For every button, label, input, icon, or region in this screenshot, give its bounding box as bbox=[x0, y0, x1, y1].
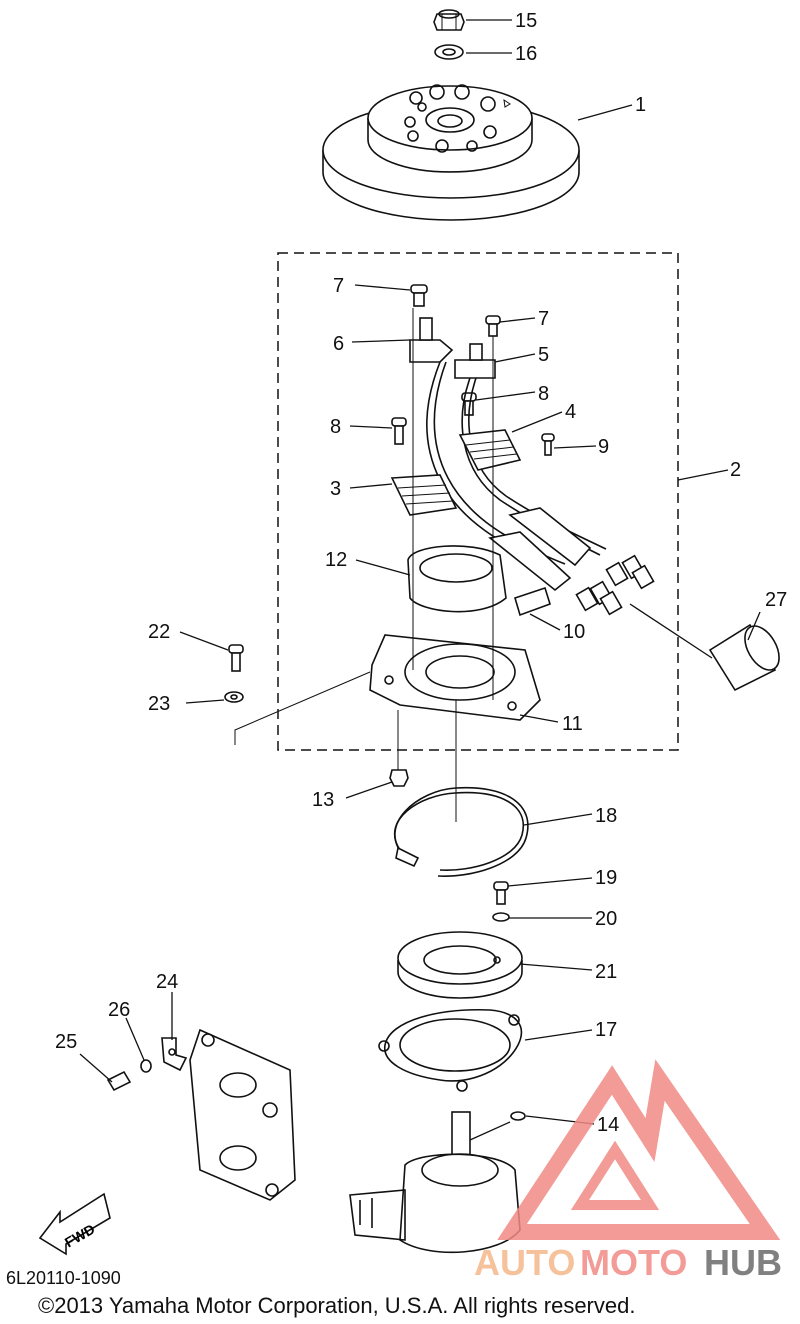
gasket-part bbox=[378, 1008, 523, 1092]
bolt-part bbox=[493, 881, 509, 905]
pulser-coil-part bbox=[409, 317, 454, 363]
callout-7b: 7 bbox=[538, 308, 549, 330]
head-bracket-part bbox=[189, 1028, 296, 1201]
callout-11: 11 bbox=[562, 713, 583, 735]
screw-part bbox=[106, 1070, 132, 1092]
callout-22: 22 bbox=[148, 621, 170, 643]
callout-12: 12 bbox=[325, 549, 347, 571]
washer-part bbox=[140, 1059, 152, 1073]
retaining-ring-part bbox=[393, 786, 529, 877]
callout-23: 23 bbox=[148, 693, 170, 715]
callout-17: 17 bbox=[595, 1019, 617, 1041]
bolt-part bbox=[389, 769, 409, 787]
callout-10: 10 bbox=[563, 621, 585, 643]
logo-triangle-icon bbox=[497, 1059, 781, 1240]
bolt-part bbox=[228, 644, 244, 672]
plate-part bbox=[397, 931, 523, 999]
callout-18: 18 bbox=[595, 805, 617, 827]
rubber-cap-part bbox=[708, 623, 780, 692]
callout-2: 2 bbox=[730, 459, 741, 481]
callout-9: 9 bbox=[598, 436, 609, 458]
sensor-part bbox=[454, 343, 496, 379]
stator-base-part bbox=[369, 634, 541, 721]
callout-13: 13 bbox=[312, 789, 334, 811]
washer-part bbox=[492, 912, 510, 922]
callout-24: 24 bbox=[156, 971, 178, 993]
callout-21: 21 bbox=[595, 961, 617, 983]
callout-3: 3 bbox=[330, 478, 341, 500]
alignment-lines bbox=[397, 308, 494, 822]
callout-20: 20 bbox=[595, 908, 617, 930]
screw-part bbox=[541, 433, 555, 456]
automotohub-logo: AUTO MOTO HUB bbox=[474, 1059, 782, 1283]
callout-26: 26 bbox=[108, 999, 130, 1021]
watermark-hub: HUB bbox=[704, 1242, 782, 1283]
callout-14: 14 bbox=[597, 1114, 619, 1136]
callout-16: 16 bbox=[515, 43, 537, 65]
leader-lines bbox=[79, 19, 761, 1141]
callout-15: 15 bbox=[515, 10, 537, 32]
cover-part bbox=[407, 545, 507, 613]
callout-27: 27 bbox=[765, 589, 787, 611]
flywheel-part bbox=[322, 84, 580, 221]
key-part bbox=[510, 1111, 526, 1121]
bracket-part bbox=[161, 1037, 188, 1072]
assembly-boundary bbox=[277, 252, 679, 751]
washer-part bbox=[434, 44, 464, 60]
leader-line bbox=[234, 671, 371, 745]
screw-part bbox=[485, 315, 501, 337]
lighting-coil-part bbox=[390, 474, 458, 516]
nut-part bbox=[433, 9, 465, 31]
callout-19: 19 bbox=[595, 867, 617, 889]
clamp-part bbox=[514, 586, 551, 617]
screw-part bbox=[391, 417, 407, 445]
washer-part bbox=[224, 691, 244, 703]
callout-25: 25 bbox=[55, 1031, 77, 1053]
copyright-notice: ©2013 Yamaha Motor Corporation, U.S.A. A… bbox=[38, 1293, 635, 1318]
watermark-auto: AUTO bbox=[474, 1242, 575, 1283]
callout-5: 5 bbox=[538, 344, 549, 366]
crankcase-part bbox=[349, 1111, 521, 1254]
screw-part bbox=[410, 284, 428, 307]
callout-8a: 8 bbox=[538, 383, 549, 405]
drawing-code: 6L20110-1090 bbox=[6, 1268, 121, 1288]
callout-6: 6 bbox=[333, 333, 344, 355]
callout-8b: 8 bbox=[330, 416, 341, 438]
callout-7a: 7 bbox=[333, 275, 344, 297]
wire-harness bbox=[426, 361, 655, 616]
callout-1: 1 bbox=[635, 94, 646, 116]
forward-direction-icon: FWD bbox=[38, 1192, 111, 1256]
callout-4: 4 bbox=[565, 401, 576, 423]
charge-coil-part bbox=[458, 429, 522, 471]
watermark-moto: MOTO bbox=[580, 1242, 687, 1283]
